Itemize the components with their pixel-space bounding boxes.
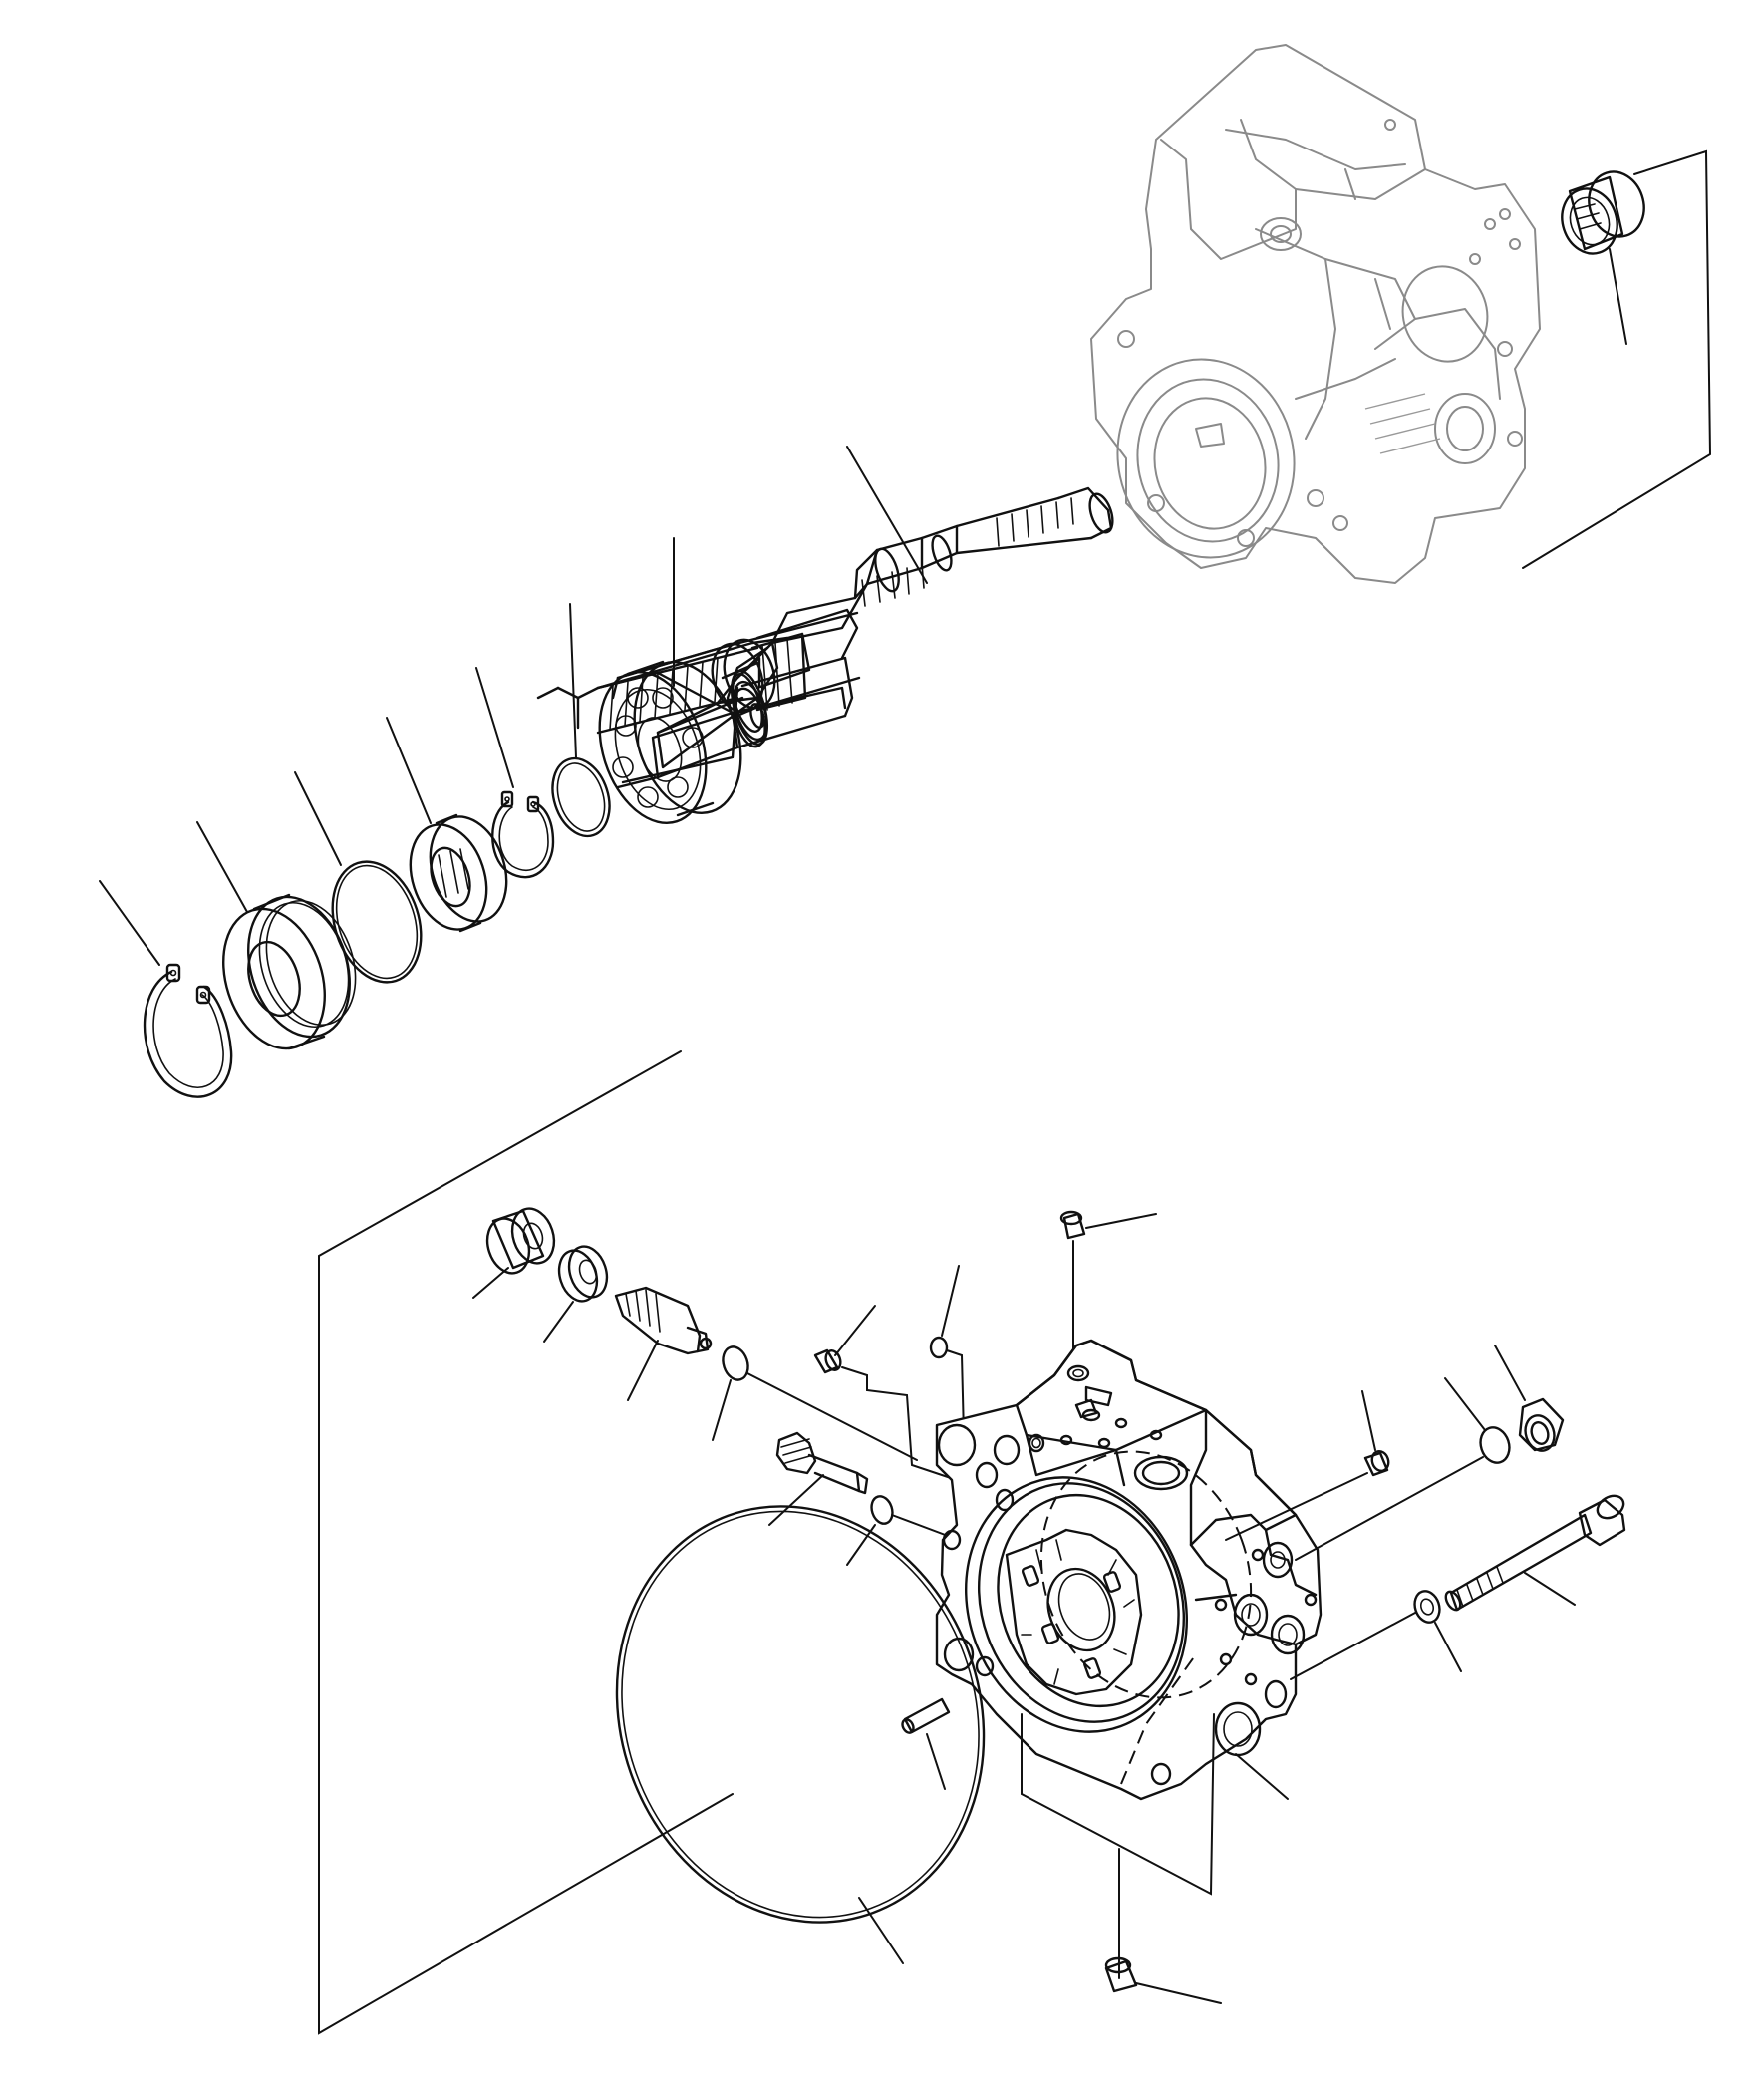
leader-valve-spool bbox=[627, 1340, 659, 1401]
leader-snap-ring-large bbox=[99, 880, 160, 966]
valve-spool bbox=[614, 1286, 713, 1355]
leader-oil-seal-retainer bbox=[196, 821, 248, 913]
leader-washer-upper bbox=[543, 1301, 574, 1343]
leader-plug-with-seal bbox=[1494, 1345, 1526, 1401]
leader-plug-upper-left bbox=[834, 1305, 876, 1356]
leader-o-ring-large bbox=[294, 771, 342, 866]
steel-ball bbox=[929, 1336, 949, 1359]
leader-plug-top bbox=[1085, 1213, 1157, 1229]
leader-steel-ball bbox=[941, 1265, 960, 1337]
leader-snap-ring-medium bbox=[475, 667, 514, 788]
leader-bolt bbox=[1524, 1572, 1576, 1606]
plug-upper-left bbox=[813, 1348, 842, 1374]
leader-check-valve bbox=[768, 1474, 824, 1526]
leader-bushing bbox=[472, 1267, 509, 1299]
o-ring-right bbox=[1479, 1426, 1511, 1464]
drive-shaft bbox=[536, 486, 1114, 789]
leader-washer-to-housing bbox=[1290, 1612, 1416, 1680]
leader-plug-right-to-housing bbox=[1225, 1472, 1368, 1541]
plug-right bbox=[1363, 1449, 1390, 1477]
ball-bearing bbox=[598, 660, 742, 824]
bracket-case-reference bbox=[1522, 150, 1712, 569]
leader-spacer bbox=[386, 717, 432, 824]
o-ring-spool bbox=[722, 1346, 749, 1381]
bolt bbox=[1444, 1494, 1626, 1612]
gasket-ring bbox=[615, 1505, 986, 1924]
leader-o-ring-right bbox=[1444, 1377, 1486, 1431]
leader-plug-right bbox=[1361, 1390, 1376, 1451]
bracket-lower-assembly bbox=[318, 1050, 734, 2035]
leader-housing bbox=[1235, 1753, 1289, 1800]
plug-top bbox=[1059, 1210, 1086, 1240]
plug-lower bbox=[1104, 1956, 1138, 1993]
leader-o-ring-right-to-housing bbox=[1295, 1456, 1484, 1561]
dowel-pin bbox=[901, 1697, 951, 1734]
leader-o-ring-spool bbox=[712, 1379, 732, 1441]
bushing bbox=[485, 1207, 556, 1275]
leader-drive-shaft bbox=[846, 446, 928, 584]
washer bbox=[1413, 1590, 1441, 1624]
snap-ring-medium bbox=[491, 790, 555, 879]
leader-dowel-pin bbox=[926, 1733, 946, 1790]
leader-gasket-ring bbox=[858, 1897, 904, 1964]
leader-plug-lower bbox=[1135, 1982, 1222, 2004]
leader-snap-ring-small bbox=[569, 603, 577, 758]
check-valve bbox=[775, 1431, 869, 1495]
leader-needle-bearing bbox=[1609, 248, 1627, 345]
needle-bearing bbox=[1561, 170, 1645, 255]
spacer bbox=[409, 813, 508, 933]
valve-plate-housing bbox=[935, 1339, 1323, 1801]
oil-seal-retainer bbox=[222, 893, 357, 1050]
pump-case-reference bbox=[1090, 44, 1541, 584]
o-ring-check-valve bbox=[870, 1495, 894, 1525]
leader-washer bbox=[1434, 1622, 1462, 1672]
leader-plug-upper-left-to-housing bbox=[841, 1366, 958, 1481]
plug-with-seal bbox=[1518, 1397, 1565, 1452]
washer-upper bbox=[557, 1245, 609, 1303]
snap-ring-small bbox=[551, 756, 611, 838]
leader-o-ring-spool-to-housing bbox=[746, 1372, 918, 1461]
snap-ring-large bbox=[143, 963, 233, 1098]
bracket-plug-lower bbox=[1021, 1713, 1215, 1896]
